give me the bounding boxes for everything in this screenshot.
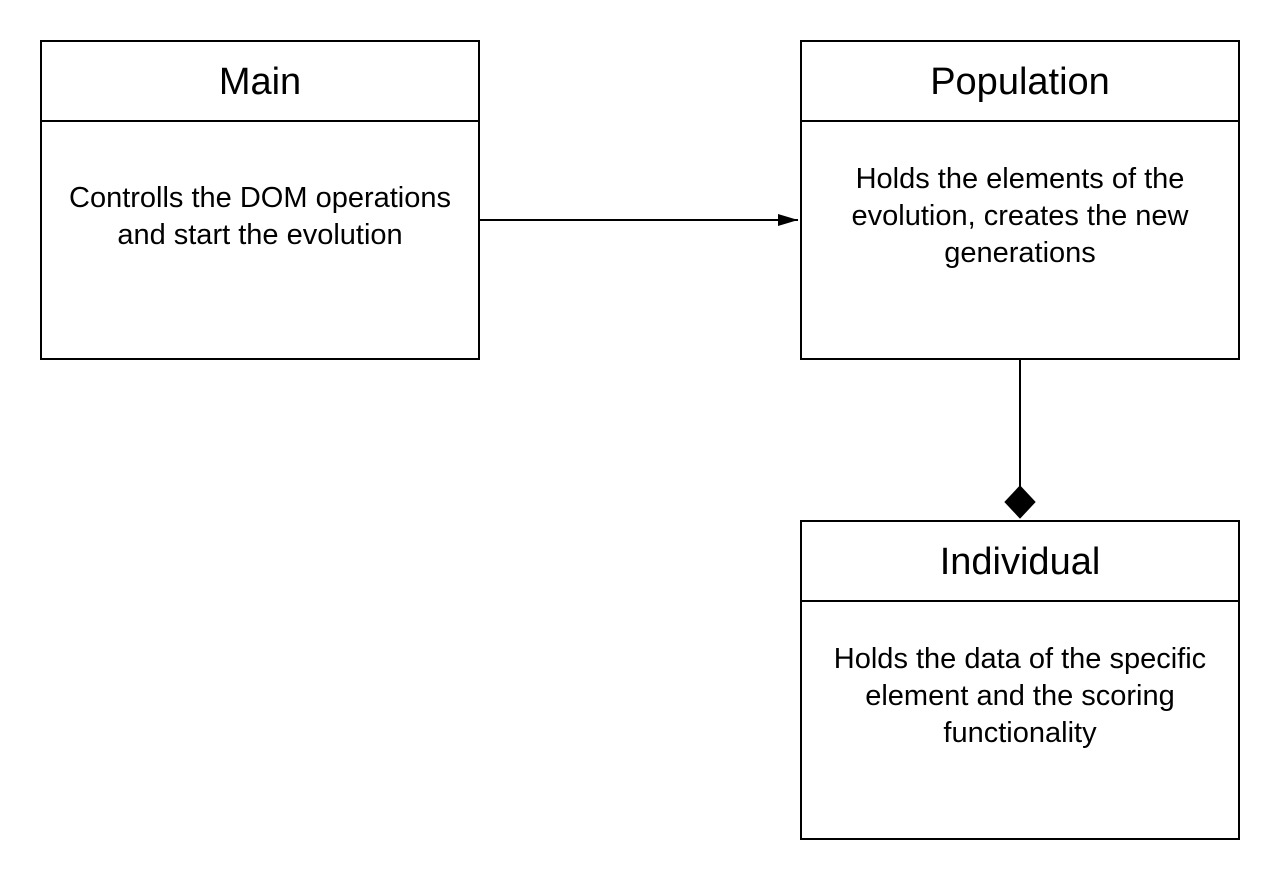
class-description-main-container: Controlls the DOM operations and start t…: [42, 122, 478, 358]
class-name-individual: Individual: [802, 522, 1238, 602]
class-description-population: Holds the elements of the evolution, cre…: [851, 163, 1189, 269]
class-description-individual-container: Holds the data of the specific element a…: [802, 602, 1238, 838]
class-description-individual: Holds the data of the specific element a…: [833, 643, 1207, 749]
class-name-population: Population: [802, 42, 1238, 122]
class-description-population-container: Holds the elements of the evolution, cre…: [802, 122, 1238, 358]
composition-diamond-icon: [1004, 485, 1036, 519]
class-name-main: Main: [42, 42, 478, 122]
class-description-main: Controlls the DOM operations and start t…: [69, 182, 451, 251]
class-box-population: Population Holds the elements of the evo…: [800, 40, 1240, 360]
class-box-main: Main Controlls the DOM operations and st…: [40, 40, 480, 360]
class-box-individual: Individual Holds the data of the specifi…: [800, 520, 1240, 840]
